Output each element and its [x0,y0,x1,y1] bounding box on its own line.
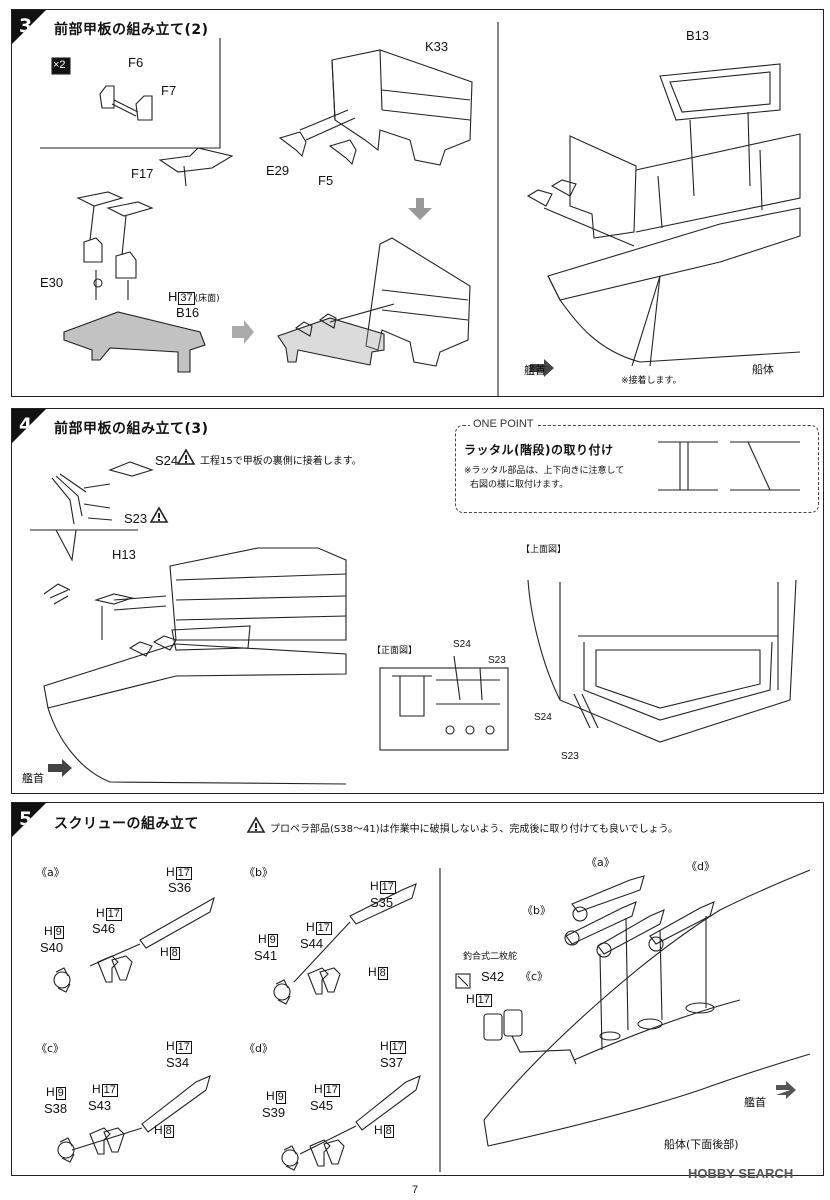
one-point-text-1: ※ラッタル部品は、上下向きに注意して [464,466,625,476]
bow-label-3: 艦首 [524,364,546,377]
label-e30: E30 [40,275,64,290]
group-c-prop: S38 [44,1101,68,1116]
hull-tag-a: 《a》 [586,856,615,869]
group-d-strut: S45 [310,1098,334,1113]
watermark: HOBBY SEARCH [688,1166,794,1181]
label-f7: F7 [161,83,177,98]
group-b-tag: 《b》 [244,866,273,879]
hull-tag-c: 《c》 [520,970,549,983]
hull-label-3: 船体 [752,363,774,376]
label-s23-front: S23 [488,655,506,666]
bow-label-4: 艦首 [22,772,44,785]
rudder-label: 釣合式二枚舵 [463,952,518,962]
group-d-prop: S39 [262,1105,286,1120]
group-d-tag: 《d》 [244,1042,273,1055]
glue-note: ※接着します。 [621,376,682,386]
front-view-label: 【正面図】 [372,646,418,656]
group-b-shaft: S35 [370,895,394,910]
group-c-strut: S43 [88,1098,112,1113]
one-point-box [455,425,819,513]
note-step15: 工程15で甲板の裏側に接着します。 [200,456,362,467]
step-5-panel: 5 スクリューの組み立て [11,802,824,1176]
label-b13: B13 [686,28,710,43]
label-s24-front: S24 [453,639,471,650]
one-point-heading: ラッタル(階段)の取り付け [464,443,614,457]
label-e29: E29 [266,163,290,178]
one-point-tag: ONE POINT [470,418,537,430]
label-s23-top: S23 [561,751,579,762]
label-b16: B16 [176,305,200,320]
one-point-text-2: 右図の様に取付けます。 [470,480,569,490]
label-f5: F5 [318,173,334,188]
page-number: 7 [411,1184,419,1196]
group-a-tag: 《a》 [36,866,65,879]
step-title: 前部甲板の組み立て(3) [54,421,209,437]
label-h13: H13 [112,547,136,562]
hull-tag-b: 《b》 [522,904,551,917]
label-s42: S42 [481,969,505,984]
group-b-prop: S41 [254,948,278,963]
group-c-shaft: S34 [166,1055,190,1070]
step-title: スクリューの組み立て [54,816,199,832]
top-view-label: 【上面図】 [521,545,567,555]
x2-label: ×2 [53,59,66,71]
bow-label-5: 艦首 [744,1096,766,1109]
hull-tag-d: 《d》 [686,860,715,873]
group-a-shaft: S36 [168,880,192,895]
label-s24: S24 [155,453,179,468]
group-a-strut: S46 [92,921,116,936]
label-f6: F6 [128,55,144,70]
group-b-strut: S44 [300,936,324,951]
group-c-tag: 《c》 [36,1042,65,1055]
label-k33: K33 [425,39,449,54]
label-s24-top: S24 [534,712,552,723]
group-a-prop: S40 [40,940,64,955]
step-title: 前部甲板の組み立て(2) [54,22,209,38]
propeller-caution: プロペラ部品(S38〜41)は作業中に破損しないよう、完成後に取り付けても良いで… [270,824,678,835]
label-s23: S23 [124,511,148,526]
group-d-shaft: S37 [380,1055,404,1070]
hull-rear-label: 船体(下面後部) [664,1138,739,1151]
label-f17: F17 [131,166,154,181]
